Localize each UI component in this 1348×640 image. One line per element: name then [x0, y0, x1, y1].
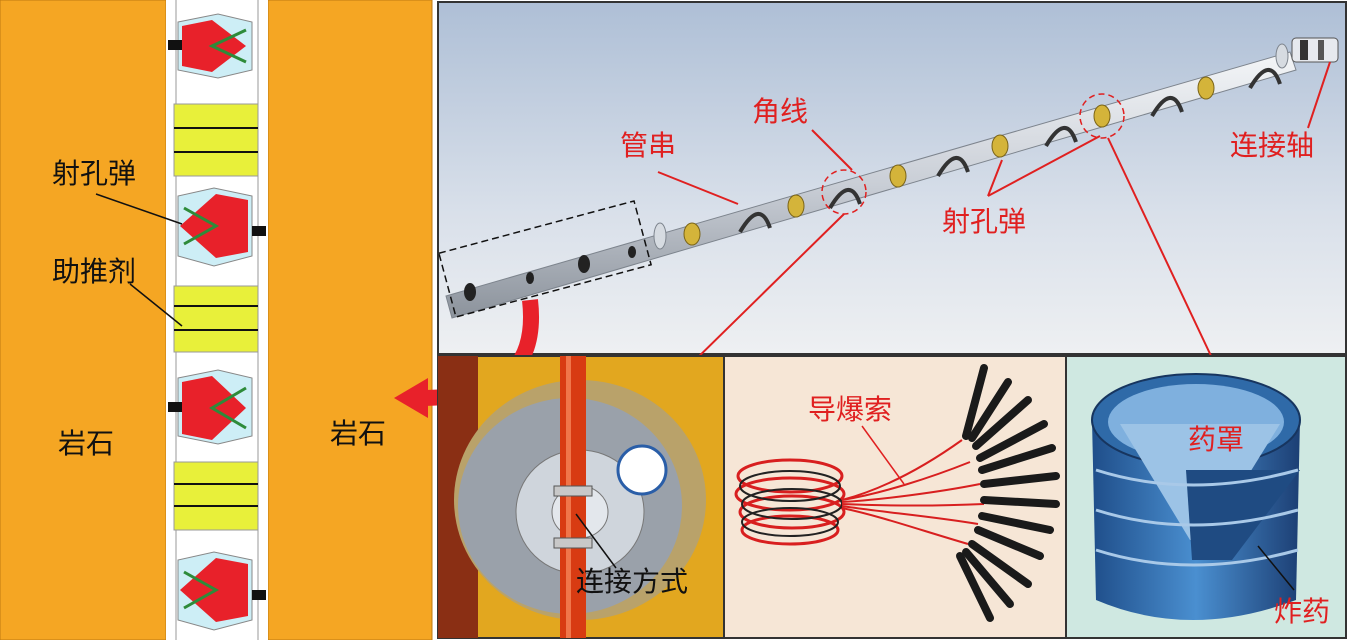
perforating-charge-2: [177, 187, 266, 267]
booster-label: 助推剂: [52, 255, 137, 288]
perforating-charge-label-top: 射孔弹: [942, 205, 1027, 238]
section-highlight-box: [437, 200, 653, 318]
rock-left: [0, 0, 167, 640]
connection-photo: [437, 355, 725, 639]
left-schematic: [0, 0, 433, 640]
connecting-shaft-label: 连接轴: [1230, 129, 1315, 162]
perforating-charge-1: [168, 13, 253, 79]
perforating-charge-4: [177, 551, 266, 631]
perforating-charge-label-left: 射孔弹: [52, 157, 137, 190]
perforating-charge-3: [168, 369, 253, 445]
angle-line-cord: [738, 68, 1282, 234]
detonating-cord-label: 导爆索: [808, 393, 893, 426]
explosive-label: 炸药: [1274, 595, 1331, 628]
connecting-shaft: [1291, 37, 1339, 63]
tube-string-label: 管串: [620, 129, 677, 162]
booster-1: [173, 103, 259, 177]
rock-right: [267, 0, 433, 640]
rock-label-right: 岩石: [330, 417, 387, 450]
liner-label: 药罩: [1188, 423, 1245, 456]
detonating-cord-photo: [723, 355, 1067, 639]
charge-cutaway-render: [1065, 355, 1347, 639]
angle-line-label: 角线: [752, 95, 809, 128]
booster-2: [173, 285, 259, 353]
booster-3: [173, 461, 259, 531]
leader-charge-left: [95, 193, 183, 225]
connection-method-label: 连接方式: [576, 565, 689, 598]
charge-highlight: [1079, 93, 1125, 139]
tube-string-render: [437, 1, 1347, 423]
leader-booster-left: [129, 283, 183, 327]
rock-label-left: 岩石: [58, 427, 115, 460]
